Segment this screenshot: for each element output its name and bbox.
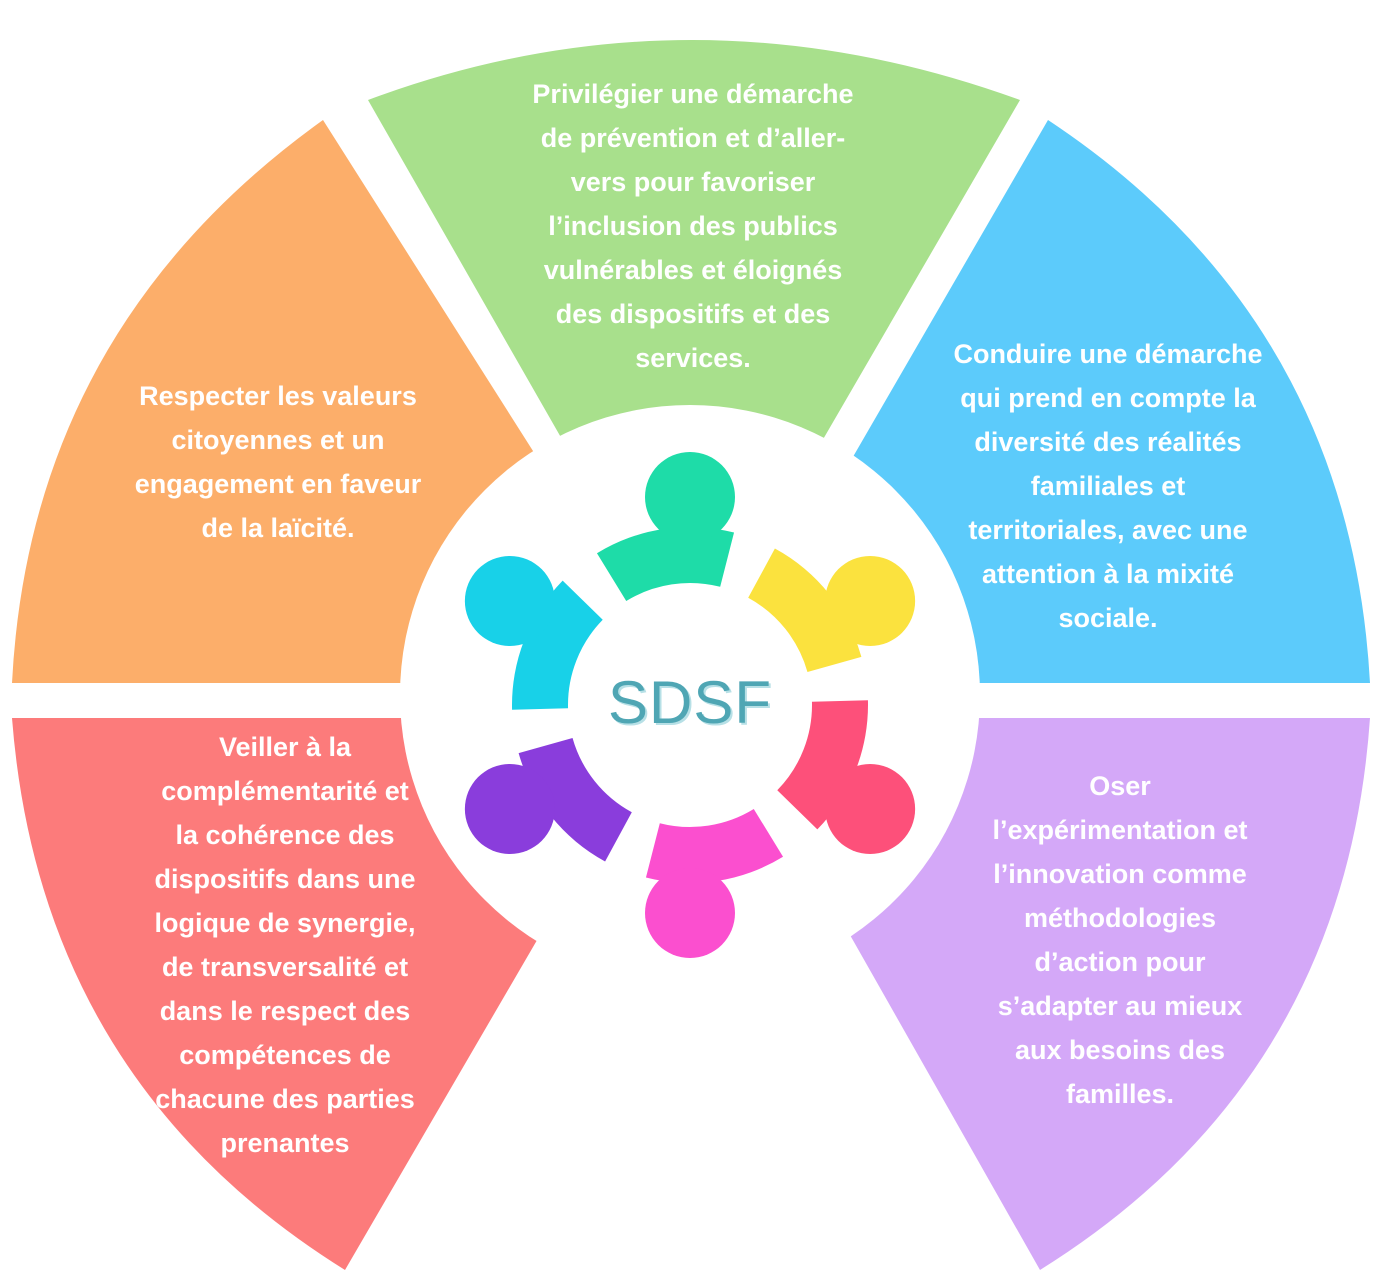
figure-body-icon [596,527,735,601]
figure-head-icon [464,764,555,854]
center-disc [400,405,980,985]
figure-head-icon [825,764,916,854]
figure-head-icon [825,556,916,646]
segment-bottom-right-text: Oser l’expérimentation et l’innovation c… [992,771,1248,1109]
figure-head-icon [645,452,735,542]
figure-body-icon [512,580,603,710]
figure-body-icon [645,809,784,884]
community-circle-icon [464,452,916,958]
figure-head-icon [464,556,555,646]
figure-body-icon [748,548,862,673]
segment-right [850,120,1370,683]
segment-bottom-left-text: Veiller à la complémentarité et la cohér… [154,732,416,1158]
segment-left [12,120,540,683]
segment-top-text: Privilégier une démarche de prévention e… [532,79,854,373]
figure-body-icon [777,700,868,830]
segment-top [368,40,1020,448]
center-label: SDSF [607,669,773,736]
segment-left-text: Respecter les valeurs citoyennes et un e… [134,381,422,543]
figure-body-icon [518,737,632,862]
segment-bottom-left [12,718,540,1270]
segment-bottom-right [850,718,1370,1270]
segment-right-text: Conduire une démarche qui prend en compt… [953,339,1263,633]
figure-head-icon [645,868,735,958]
